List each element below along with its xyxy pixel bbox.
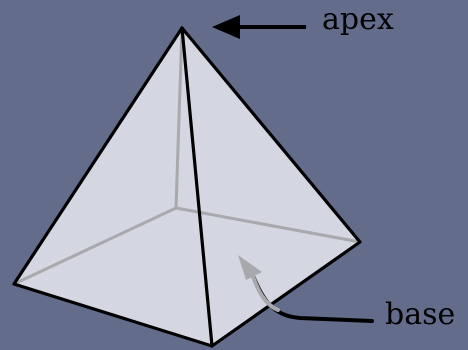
hidden-edge-back — [174, 26, 184, 210]
base-label: base — [385, 297, 456, 332]
apex-label: apex — [322, 2, 394, 37]
hidden-edge-base-left — [12, 206, 178, 286]
hidden-edges — [12, 26, 362, 286]
pyramid-body — [14, 28, 360, 346]
visible-edges — [12, 26, 362, 348]
base-arrow — [238, 255, 374, 323]
hidden-edge-base-right — [174, 206, 362, 244]
apex-arrowhead — [212, 15, 240, 39]
apex-arrow — [212, 15, 306, 39]
front-edge — [180, 26, 214, 348]
base-arrowhead — [238, 255, 262, 280]
